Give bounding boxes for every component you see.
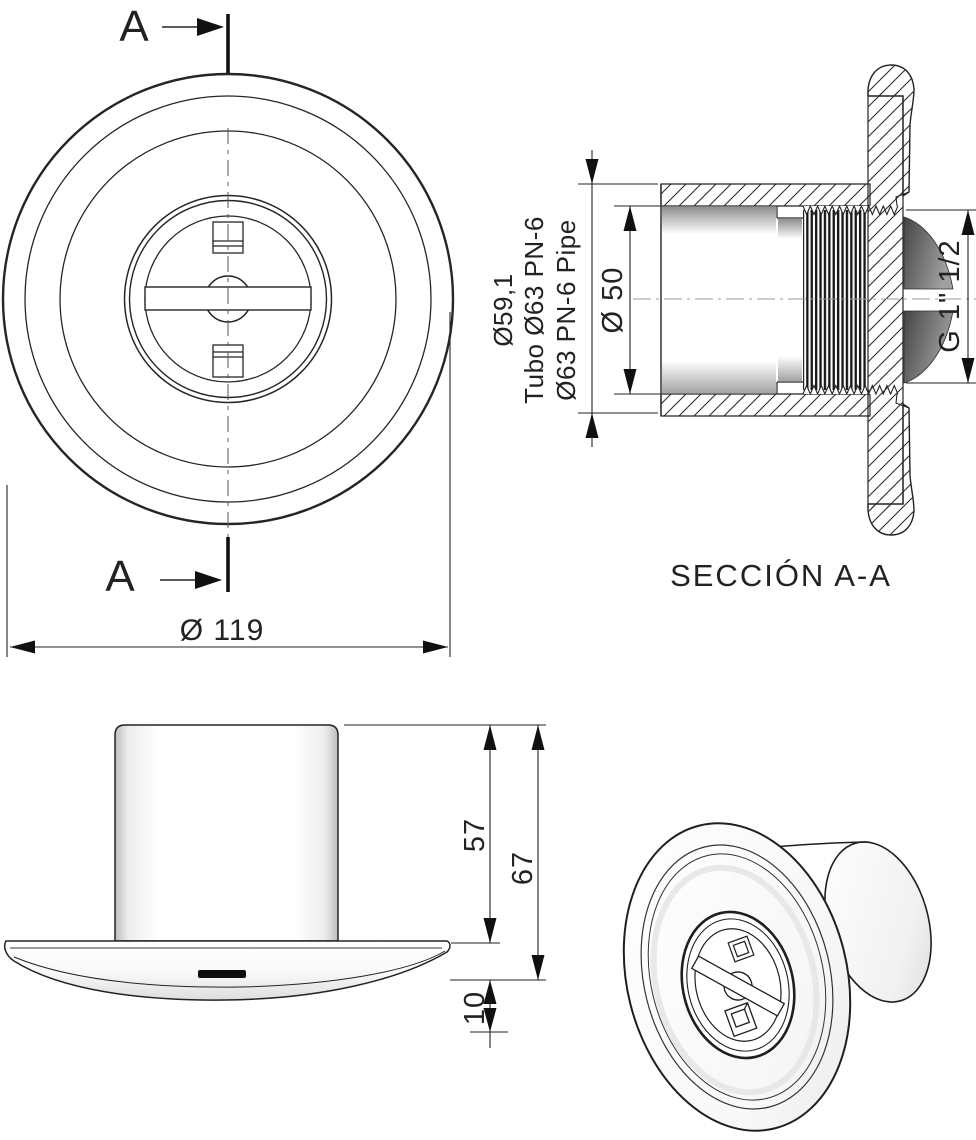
bore-shade-top <box>662 207 776 237</box>
body-cylinder <box>114 724 339 942</box>
thread-zone <box>803 210 867 390</box>
section-view <box>578 64 976 536</box>
side-view <box>3 724 546 1048</box>
top-lug-3d <box>727 935 755 963</box>
flange-top-step <box>895 191 910 207</box>
bore-step-shade-top <box>778 219 802 241</box>
isometric-view <box>622 822 932 1132</box>
socket-bottom-wall <box>660 393 871 417</box>
section-caption: SECCIÓN A-A <box>670 558 892 593</box>
section-label-a-bottom: A <box>105 552 135 601</box>
bore-step-shade-bottom <box>778 353 802 381</box>
flange-bottom-step <box>895 393 910 409</box>
thread-size-label: G 1" 1/2 <box>934 239 966 352</box>
socket-top-wall <box>660 183 871 207</box>
height-dimensions <box>344 724 546 1048</box>
outer-diameter-dimension <box>578 150 658 447</box>
diameter-119-dimension <box>6 312 451 657</box>
outer-dim-label-1: Ø59,1 <box>488 273 518 346</box>
flange-top-lip <box>867 64 915 198</box>
bore-diameter-dimension <box>614 205 660 395</box>
body-height-label: 57 <box>459 818 491 852</box>
bottom-lug-3d <box>724 1001 758 1038</box>
section-arrow-bottom <box>160 571 222 589</box>
outer-dim-label-2: Tubo Ø63 PN-6 <box>519 216 549 404</box>
flange-rim-3d <box>640 844 834 1110</box>
bottom-notch <box>198 970 246 978</box>
section-label-a-top: A <box>119 2 149 51</box>
flange-rim-inner-3d <box>647 853 827 1101</box>
total-height-label: 67 <box>507 851 539 885</box>
flange-plate <box>868 92 903 508</box>
recess-ring-3d <box>686 918 790 1052</box>
bore-shade-bottom <box>662 357 776 393</box>
recess-floor-3d <box>694 928 782 1042</box>
diameter-119-label: Ø 119 <box>180 614 265 647</box>
flange-thickness-label: 10 <box>459 991 491 1025</box>
cover-section-bottom <box>903 310 954 384</box>
flange-bottom-lip <box>867 402 915 536</box>
cross-bar-3d <box>690 955 786 1017</box>
flange-rim-line <box>13 950 446 988</box>
face-shading-3d <box>650 864 820 1096</box>
bore-diameter-label: Ø 50 <box>597 267 629 334</box>
outer-dim-label-3: Ø63 PN-6 Pipe <box>551 219 581 400</box>
thread-size-dimension <box>906 209 976 384</box>
section-arrow-top <box>162 18 224 36</box>
bore-step-lines <box>776 206 803 394</box>
cover-section-top <box>903 216 954 290</box>
front-view <box>1 14 455 657</box>
